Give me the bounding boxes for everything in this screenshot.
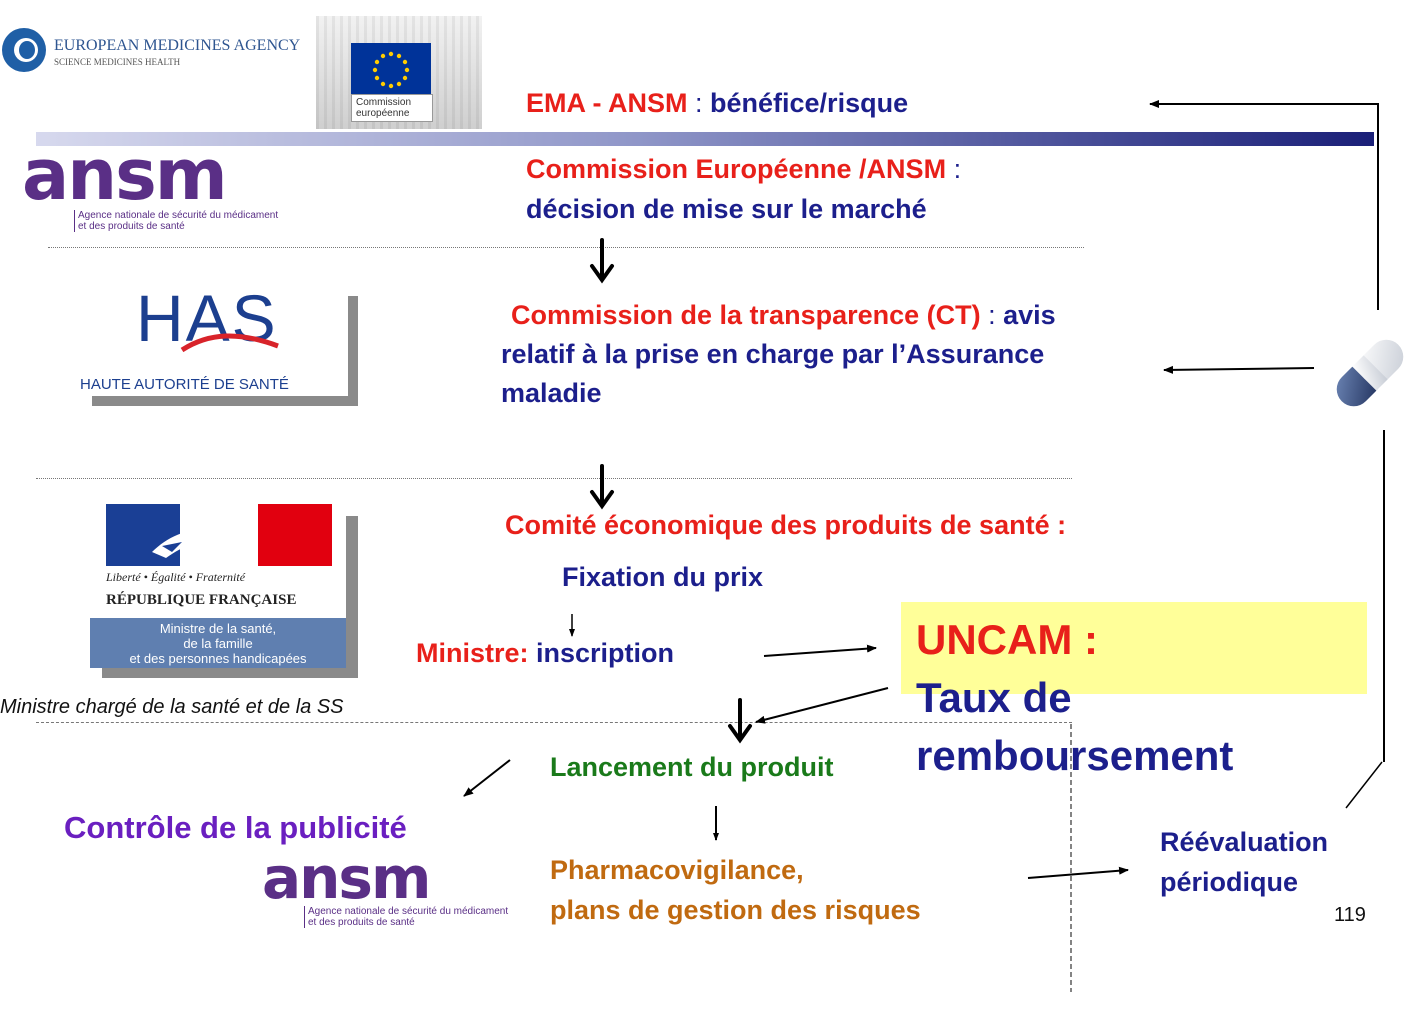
arrow-pill-to-ct (1163, 365, 1315, 374)
rf-name: RÉPUBLIQUE FRANÇAISE (106, 592, 297, 608)
rf-ministry-band: Ministre de la santé, de la famille et d… (90, 618, 346, 668)
header-band (36, 132, 1374, 146)
commission-label-1: Commission (356, 97, 412, 108)
republique-francaise-logo: Liberté • Égalité • Fraternité RÉPUBLIQU… (90, 502, 360, 678)
separator-2 (36, 478, 1072, 479)
arrow-down-2 (590, 464, 614, 510)
ema-tagline: SCIENCE MEDICINES HEALTH (54, 57, 181, 67)
arrow-down-3 (728, 698, 752, 744)
uncam-title: UNCAM : (916, 616, 1098, 663)
arrow-lancement-to-controle (463, 759, 511, 797)
pill-icon (1316, 318, 1424, 428)
step-commission: Commission Européenne /ANSM : décision d… (526, 149, 961, 229)
has-subtitle: HAUTE AUTORITÉ DE SANTÉ (80, 376, 289, 393)
ministre-caption: Ministre chargé de la santé et de la SS (0, 696, 344, 718)
separator-3 (36, 722, 1072, 723)
commission-org: Commission Européenne /ANSM (526, 154, 947, 184)
arrow-down-1 (590, 238, 614, 284)
ct-org: Commission de la transparence (CT) (511, 300, 981, 330)
reeval-connector (1345, 761, 1383, 809)
step-lancement: Lancement du produit (550, 752, 834, 782)
has-wordmark: HAS (136, 281, 278, 355)
ema-name: EUROPEAN MEDICINES AGENCY (54, 37, 301, 54)
ansm-subtitle: Agence nationale de sécurité du médicame… (74, 210, 278, 232)
has-logo: HAS HAUTE AUTORITÉ DE SANTÉ (80, 281, 360, 406)
ema-emblem-icon (2, 28, 46, 72)
rf-motto: Liberté • Égalité • Fraternité (106, 570, 246, 584)
uncam-box (901, 602, 1367, 694)
uncam-line2: Taux de (916, 674, 1072, 721)
step-controle: Contrôle de la publicité (64, 810, 407, 845)
page-number: 119 (1334, 904, 1366, 926)
step-ministre: Ministre: inscription (416, 638, 675, 668)
feedback-line-ema (1149, 100, 1379, 310)
commission-desc: décision de mise sur le marché (526, 194, 927, 224)
commission-label-2: européenne (356, 108, 410, 119)
ema-desc: bénéfice/risque (710, 88, 909, 118)
separator-1 (48, 247, 1084, 248)
marianne-icon (106, 504, 332, 566)
arrow-ministre-to-uncam (763, 644, 877, 657)
ansm-wordmark: ansm (22, 134, 228, 216)
ema-logo: EUROPEAN MEDICINES AGENCY SCIENCE MEDICI… (0, 22, 320, 82)
eu-flag-icon (351, 43, 431, 98)
commission-europeenne-logo: Commission européenne (316, 16, 482, 129)
ema-org: EMA - ANSM (526, 88, 688, 118)
arrow-pharmaco-to-reeval (1027, 866, 1129, 879)
arrow-uncam-to-lancement (755, 687, 889, 724)
has-swoosh-icon (180, 333, 279, 353)
step-pharmaco: Pharmacovigilance, plans de gestion des … (550, 855, 921, 925)
step-reevaluation: Réévaluation périodique (1160, 827, 1329, 897)
ansm-logo-bottom: ansm Agence nationale de sécurité du méd… (262, 844, 509, 928)
uncam-line3: remboursement (916, 732, 1234, 779)
step-ema: EMA - ANSM : bénéfice/risque (526, 88, 909, 118)
ansm-logo-top: ansm Agence nationale de sécurité du méd… (22, 134, 322, 240)
step-ceps-sub: Fixation du prix (562, 562, 764, 592)
step-ceps-title: Comité économique des produits de santé … (505, 510, 1067, 540)
step-ct: Commission de la transparence (CT) : avi… (501, 300, 1056, 408)
